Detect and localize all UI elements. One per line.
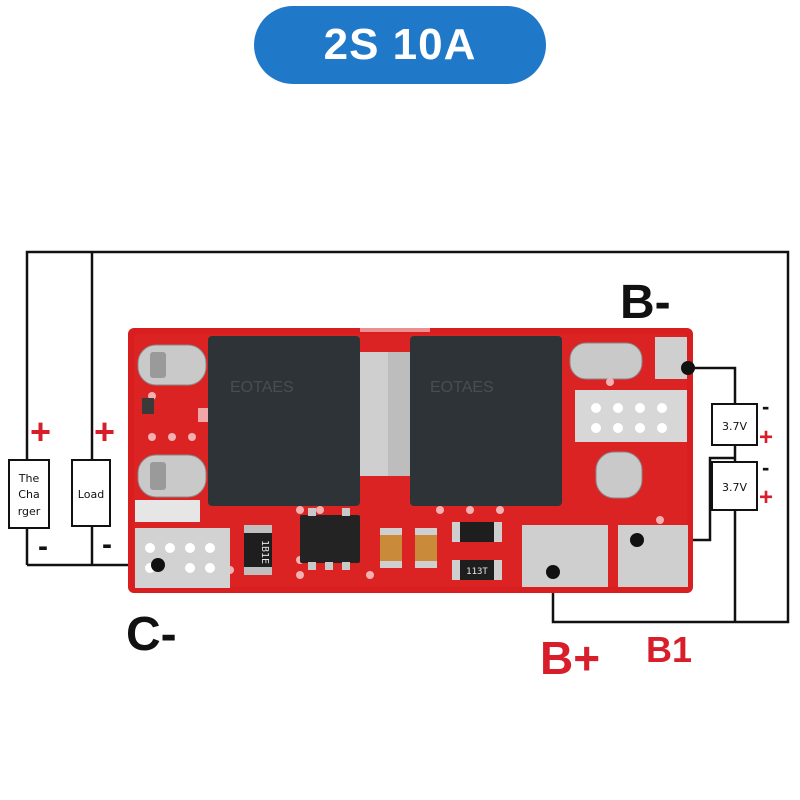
cell-top-plus: +	[759, 424, 773, 451]
charger-minus: -	[38, 530, 48, 563]
charger-line-2: Cha	[18, 488, 39, 501]
pad-b1	[618, 525, 688, 587]
cell-top	[711, 403, 758, 446]
title-badge: 2S 10A	[254, 6, 546, 84]
pad-left-bottom	[137, 454, 207, 498]
title-text: 2S 10A	[323, 20, 477, 69]
dot-b1	[630, 533, 644, 547]
pad-b-minus	[655, 337, 687, 379]
marking-1b1e: 1B1E	[259, 540, 270, 564]
svg-text:EOTAES: EOTAES	[430, 379, 494, 396]
load-label: Load	[78, 488, 104, 501]
pad-right-top	[569, 342, 643, 380]
cell-bottom	[711, 461, 758, 511]
charger-plus: +	[30, 411, 51, 452]
cell-bottom-voltage: 3.7V	[722, 481, 747, 494]
dot-bplus	[546, 565, 560, 579]
dot-c-minus	[151, 558, 165, 572]
charger-line-1: The	[18, 472, 40, 485]
charger-box: The Cha rger	[8, 459, 50, 529]
load-plus: +	[94, 411, 115, 452]
pad-right-bottom	[595, 451, 643, 499]
load-minus: -	[102, 528, 112, 561]
label-b-plus: B+	[540, 632, 600, 684]
mosfet-right	[410, 336, 562, 506]
label-b-minus: B-	[620, 276, 671, 329]
capacitor-2	[415, 528, 437, 568]
resistor-113t	[452, 560, 502, 580]
connection-dots	[151, 361, 695, 579]
pad-bplus	[522, 525, 608, 587]
marking-113t: 113T	[466, 567, 488, 577]
cell-top-minus: -	[762, 394, 769, 419]
label-b1: B1	[646, 629, 692, 670]
pcb-board: EOTAES EOTAES 1B1E	[128, 326, 693, 593]
svg-text:EOTAES: EOTAES	[230, 379, 294, 396]
pad-c-minus	[135, 528, 230, 588]
resistor-1b1e	[244, 525, 272, 575]
mosfet-left	[208, 336, 360, 506]
cell-bottom-plus: +	[759, 484, 773, 511]
battery-cells: 3.7V 3.7V - + - +	[711, 394, 773, 511]
wire-b-minus	[688, 366, 737, 404]
label-c-minus: C-	[126, 608, 177, 661]
capacitor-1	[380, 528, 402, 568]
load-box: Load	[71, 459, 111, 527]
resistor-top	[452, 522, 502, 542]
ic-chip	[300, 515, 360, 563]
dot-b-minus	[681, 361, 695, 375]
cell-bottom-minus: -	[762, 455, 769, 480]
pad-left-top	[137, 344, 207, 386]
cell-top-voltage: 3.7V	[722, 420, 747, 433]
wire-top-outer	[25, 250, 790, 624]
charger-line-3: rger	[18, 505, 41, 518]
